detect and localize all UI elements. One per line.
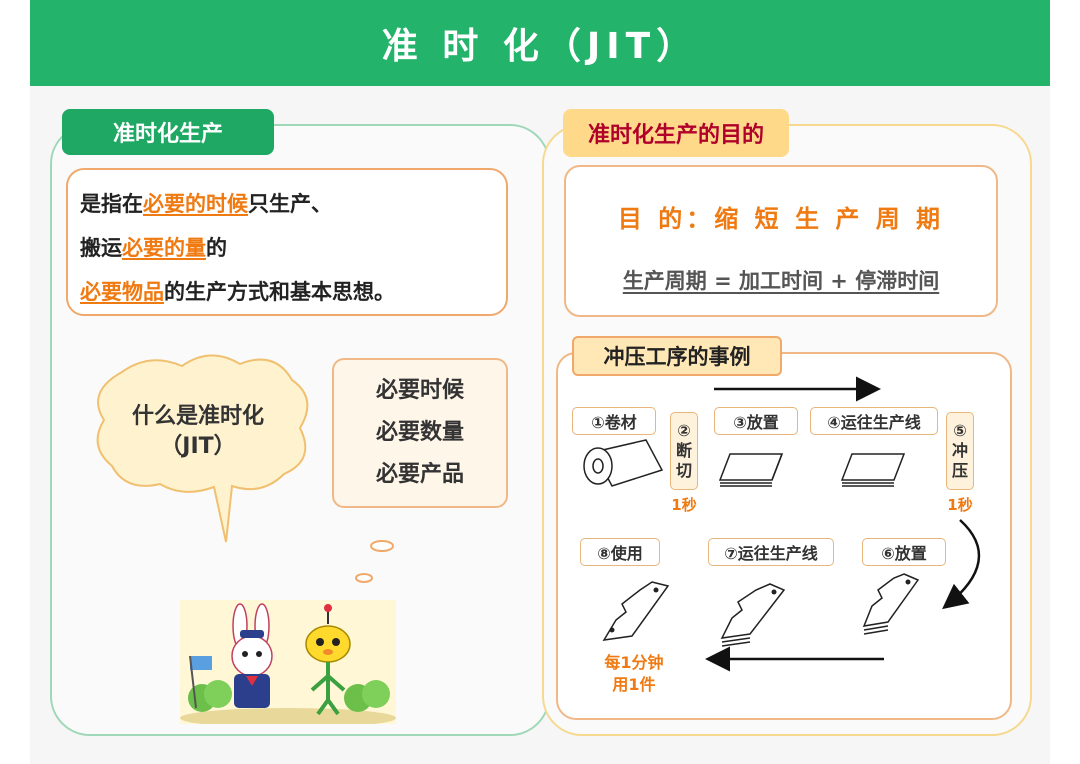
definition-line-2: 搬运必要的量的: [80, 226, 494, 270]
purpose-formula: 生产周期 = 加工时间 + 停滞时间: [622, 269, 940, 293]
def-highlight-time: 必要的时候: [143, 192, 248, 216]
bubble-line-1: 什么是准时化: [131, 404, 264, 429]
mascot-illustration: [180, 603, 396, 728]
sheet-stack-1: [718, 453, 784, 487]
definition-line-3: 必要物品的生产方式和基本思想。: [80, 270, 494, 314]
step-coil: ①卷材: [572, 407, 656, 435]
time-press: 1秒: [947, 496, 973, 514]
part-stack-1: [720, 583, 786, 647]
def-text: 是指在: [80, 192, 143, 216]
purpose-title: 目 的：缩 短 生 产 周 期: [617, 205, 945, 233]
purpose-box: 目 的：缩 短 生 产 周 期 生产周期 = 加工时间 + 停滞时间: [564, 165, 998, 317]
thought-bubble-text: 什么是准时化 （JIT）: [98, 402, 298, 462]
need-product: 必要产品: [375, 462, 464, 487]
coil-drawing: [583, 439, 664, 487]
step-transport-back: ⑦运往生产线: [708, 538, 834, 566]
step-cut-number: ②: [677, 421, 691, 440]
thought-cloud: [96, 354, 394, 583]
definition-box: 是指在必要的时候只生产、 搬运必要的量的 必要物品的生产方式和基本思想。: [66, 168, 508, 316]
step-cut-char-2: 切: [675, 461, 692, 480]
usage-rate: 每1分钟 用1件: [594, 652, 674, 696]
step-press-char-2: 压: [951, 461, 968, 480]
bubble-line-2: （JIT）: [160, 434, 236, 459]
step-place: ③放置: [714, 407, 798, 435]
def-highlight-items: 必要物品: [80, 280, 164, 304]
step-press: ⑤ 冲 压: [946, 412, 974, 490]
def-highlight-amount: 必要的量: [122, 236, 206, 260]
needs-box: 必要时候 必要数量 必要产品: [332, 358, 508, 508]
step-press-number: ⑤: [953, 421, 967, 440]
step-place-back: ⑥放置: [862, 538, 946, 566]
sheet-stack-2: [840, 453, 906, 487]
page-title: 准 时 化（JIT）: [381, 26, 699, 67]
step-press-char-1: 冲: [951, 441, 968, 460]
def-text: 搬运: [80, 236, 122, 260]
header-bar: 准 时 化（JIT）: [30, 0, 1050, 86]
time-cut: 1秒: [671, 496, 697, 514]
part-stack-2: [862, 573, 920, 635]
def-text: 的生产方式和基本思想。: [164, 280, 395, 304]
need-time: 必要时候: [375, 378, 464, 403]
definition-line-1: 是指在必要的时候只生产、: [80, 182, 494, 226]
step-cut-char-1: 断: [675, 441, 692, 460]
part-single: [602, 581, 670, 641]
def-text: 的: [206, 236, 227, 260]
right-tab-label: 准时化生产的目的: [563, 109, 789, 157]
usage-rate-line-2: 用1件: [612, 675, 656, 694]
def-text: 只生产、: [248, 192, 332, 216]
example-tab-label: 冲压工序的事例: [572, 336, 782, 376]
mascot-scene: [180, 600, 396, 728]
step-cut: ② 断 切: [670, 412, 698, 490]
step-use: ⑧使用: [580, 538, 660, 566]
usage-rate-line-1: 每1分钟: [604, 653, 664, 672]
left-tab-label: 准时化生产: [62, 109, 274, 155]
arrow-curve-right: [942, 519, 981, 610]
step-transport: ④运往生产线: [810, 407, 938, 435]
need-quantity: 必要数量: [375, 420, 464, 445]
